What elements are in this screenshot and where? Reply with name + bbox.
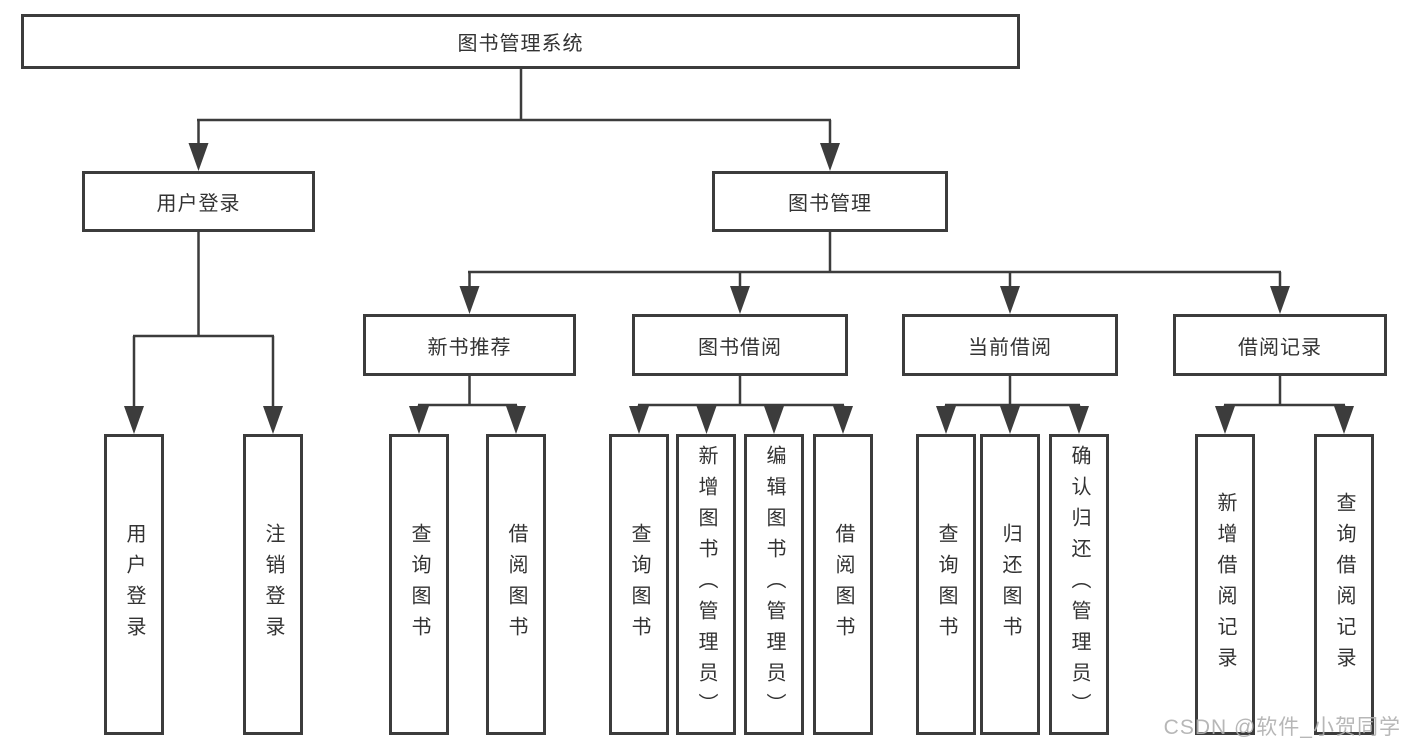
- node-label: 当前借阅: [968, 336, 1052, 359]
- node-label: 归还图书: [999, 522, 1021, 647]
- node-book-management: 图书管理: [712, 171, 948, 232]
- leaf-query-books-current: 查询图书: [916, 434, 976, 735]
- node-label: 图书管理: [788, 193, 872, 215]
- node-label: 查询图书: [935, 522, 957, 647]
- node-label: 查询借阅记录: [1333, 491, 1355, 678]
- node-book-borrowing: 图书借阅: [632, 314, 848, 376]
- node-label: 用户登录: [156, 193, 241, 215]
- node-label: 注销登录: [262, 522, 284, 647]
- leaf-add-books-admin: 新增图书（管理员）: [676, 434, 736, 735]
- leaf-confirm-return-admin: 确认归还（管理员）: [1049, 434, 1109, 735]
- leaf-return-books: 归还图书: [980, 434, 1040, 735]
- leaf-logout: 注销登录: [243, 434, 303, 735]
- node-label: 借阅图书: [832, 522, 854, 647]
- node-label: 用户登录: [123, 522, 145, 647]
- node-label: 新增借阅记录: [1214, 491, 1236, 678]
- node-borrowing-records: 借阅记录: [1173, 314, 1387, 376]
- csdn-watermark: CSDN @软件_小贺同学: [1163, 716, 1401, 739]
- leaf-query-books-borrowing: 查询图书: [609, 434, 669, 735]
- node-user-login: 用户登录: [82, 171, 315, 232]
- node-label: 借阅图书: [505, 522, 527, 647]
- node-label: 图书管理系统: [457, 33, 584, 55]
- node-label: 编辑图书（管理员）: [763, 445, 785, 724]
- node-current-borrowing: 当前借阅: [902, 314, 1118, 376]
- node-label: 新书推荐: [427, 336, 512, 359]
- leaf-user-login: 用户登录: [104, 434, 164, 735]
- leaf-add-borrow-record: 新增借阅记录: [1195, 434, 1255, 735]
- node-label: 借阅记录: [1238, 336, 1322, 359]
- leaf-query-borrow-record: 查询借阅记录: [1314, 434, 1374, 735]
- leaf-edit-books-admin: 编辑图书（管理员）: [744, 434, 804, 735]
- leaf-borrow-books-recommend: 借阅图书: [486, 434, 546, 735]
- node-label: 图书借阅: [698, 336, 782, 359]
- arrowhead-group: [124, 143, 1354, 434]
- node-label: 查询图书: [628, 522, 650, 647]
- node-label: 确认归还（管理员）: [1068, 445, 1090, 724]
- node-label: 新增图书（管理员）: [695, 445, 717, 724]
- leaf-borrow-books: 借阅图书: [813, 434, 873, 735]
- leaf-query-books-recommend: 查询图书: [389, 434, 449, 735]
- node-new-book-recommendation: 新书推荐: [363, 314, 576, 376]
- node-library-management-system: 图书管理系统: [21, 14, 1020, 69]
- node-label: 查询图书: [408, 522, 430, 647]
